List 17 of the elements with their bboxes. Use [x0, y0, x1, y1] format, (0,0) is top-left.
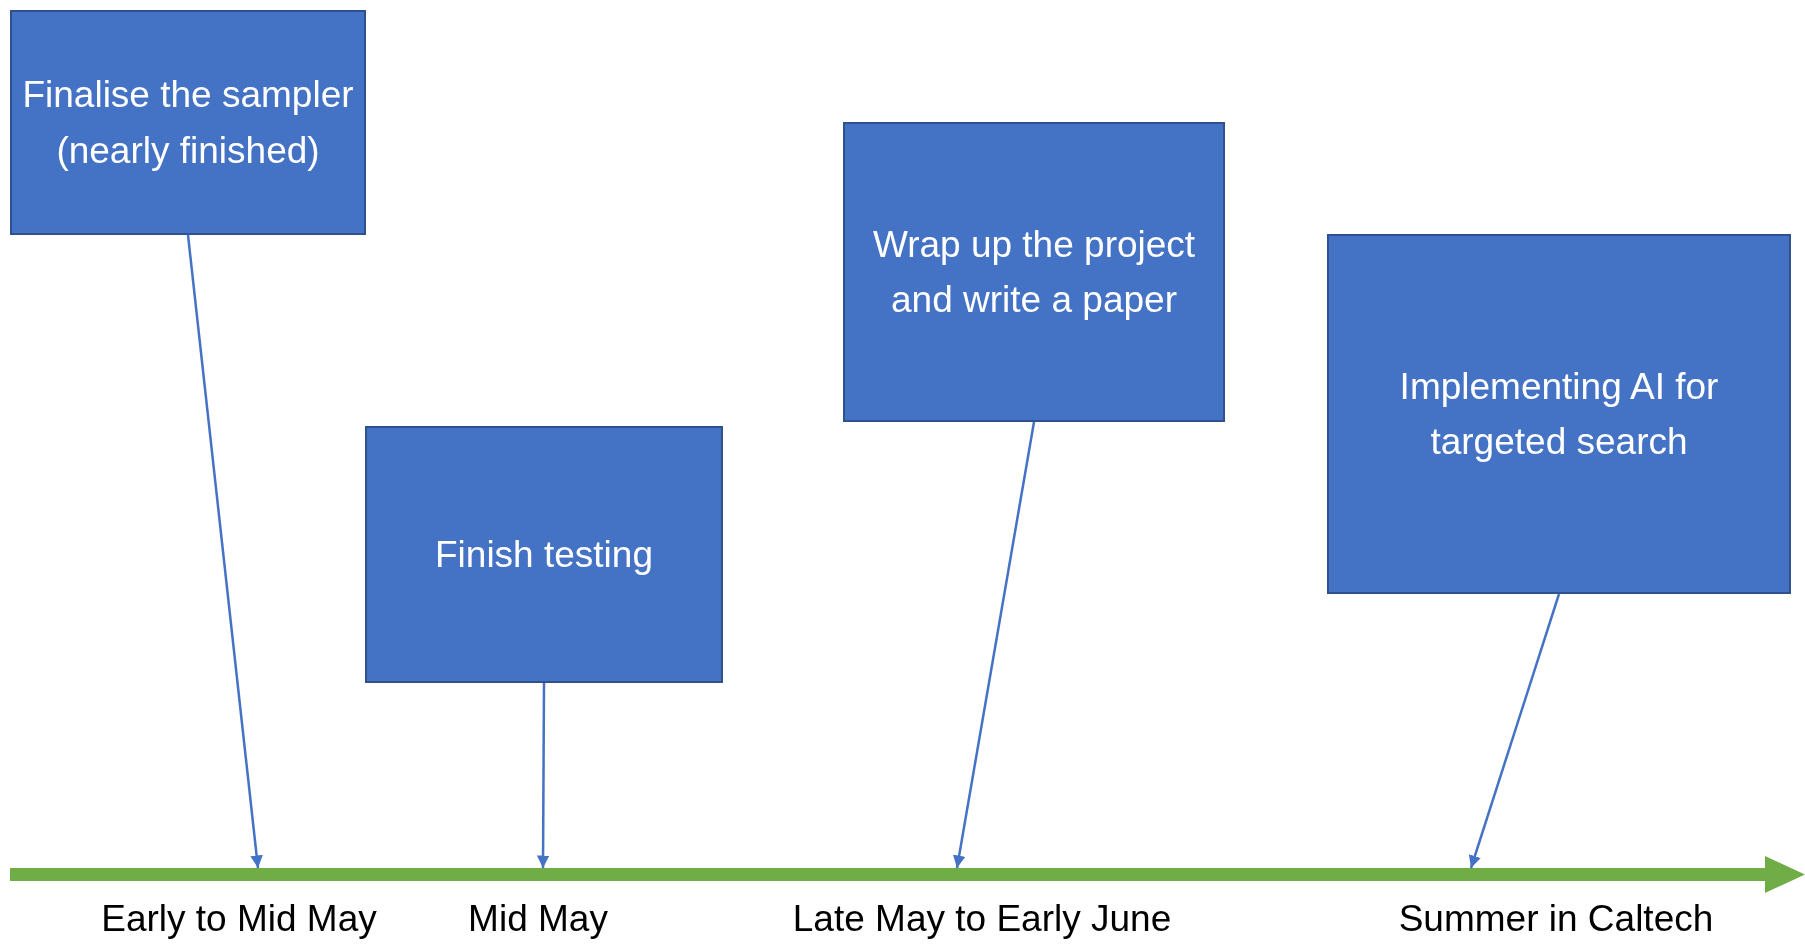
timeline-axis	[10, 856, 1805, 893]
milestone-text: Implementing AI for targeted search	[1398, 364, 1720, 464]
milestone-box	[10, 10, 366, 235]
milestone-box	[1327, 234, 1791, 594]
milestone-text: Finalise the sampler (nearly finished)	[22, 73, 354, 173]
date-label: Summer in Caltech	[1398, 898, 1714, 940]
milestone-text: Finish testing	[435, 532, 653, 577]
date-label: Mid May	[468, 898, 608, 940]
milestone-box	[365, 426, 723, 683]
date-label: Late May to Early June	[792, 898, 1172, 940]
arrow	[952, 421, 1036, 869]
milestone-box	[843, 122, 1225, 422]
milestone-text: Wrap up the project and write a paper	[871, 222, 1197, 322]
arrow	[536, 683, 550, 868]
arrow	[186, 234, 263, 869]
date-label: Early to Mid May	[101, 898, 377, 940]
arrow	[1468, 593, 1561, 869]
